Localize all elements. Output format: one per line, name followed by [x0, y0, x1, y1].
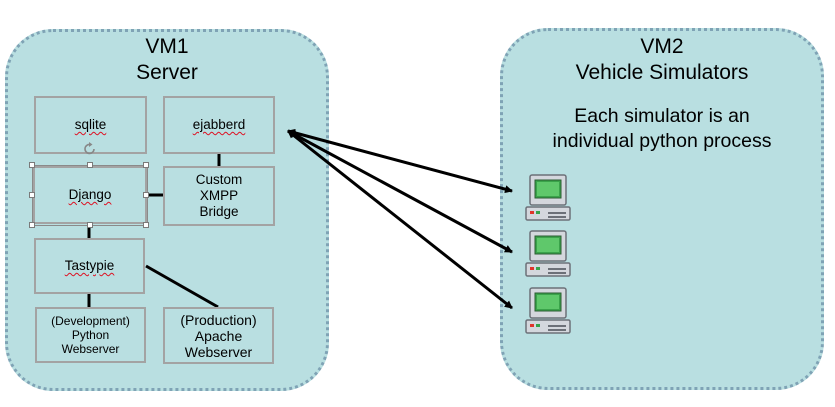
- prod-webserver-line-1: (Production): [180, 311, 257, 328]
- prod-webserver-box: (Production) Apache Webserver: [163, 307, 274, 364]
- prod-webserver-line-3: Webserver: [184, 343, 253, 360]
- simulator-description-line-1: Each simulator is an: [574, 105, 750, 127]
- dev-webserver-line-3: Webserver: [61, 342, 120, 356]
- resize-handle-right[interactable]: [143, 192, 149, 198]
- rotate-handle-icon[interactable]: [82, 141, 98, 157]
- selection-outline: [32, 165, 148, 226]
- tastypie-prod-connector: [145, 264, 219, 309]
- bridge-label-line-3: Bridge: [199, 204, 239, 219]
- ejabberd-box: ejabberd: [163, 96, 275, 154]
- resize-handle-top-left[interactable]: [29, 162, 35, 168]
- vm2-subtitle: Vehicle Simulators: [575, 61, 749, 84]
- vm1-title: VM1: [145, 35, 189, 58]
- arrow-simulator-1: [287, 128, 513, 194]
- tastypie-label: Tastypie: [64, 258, 115, 273]
- arrow-simulator-3: [287, 129, 513, 310]
- simulator-description: Each simulator is an individual python p…: [503, 104, 821, 154]
- bridge-label-line-1: Custom: [195, 172, 243, 187]
- arrow-simulator-2: [287, 129, 513, 254]
- django-label: Django: [68, 187, 112, 202]
- prod-webserver-line-2: Apache: [194, 327, 243, 344]
- resize-handle-top-right[interactable]: [143, 162, 149, 168]
- dev-webserver-label: (Development) Python Webserver: [51, 314, 130, 356]
- bridge-label: Custom XMPP Bridge: [196, 172, 243, 220]
- dev-webserver-line-1: (Development): [51, 314, 130, 328]
- custom-xmpp-bridge-box: Custom XMPP Bridge: [163, 166, 275, 226]
- sqlite-label: sqlite: [74, 117, 107, 132]
- ejabberd-label: ejabberd: [192, 117, 246, 132]
- bridge-label-line-2: XMPP: [199, 188, 239, 203]
- resize-handle-bottom[interactable]: [87, 222, 93, 228]
- vm1-subtitle: Server: [136, 61, 198, 84]
- computer-terminal-icon: [525, 230, 571, 277]
- resize-handle-left[interactable]: [29, 192, 35, 198]
- tastypie-box: Tastypie: [34, 238, 145, 294]
- prod-webserver-label: (Production) Apache Webserver: [180, 312, 256, 360]
- computer-terminal-icon: [525, 174, 571, 221]
- resize-handle-bottom-left[interactable]: [29, 222, 35, 228]
- resize-handle-bottom-right[interactable]: [143, 222, 149, 228]
- computer-terminal-icon: [525, 287, 571, 334]
- simulator-description-line-2: individual python process: [552, 130, 772, 152]
- resize-handle-top[interactable]: [87, 162, 93, 168]
- vm2-title: VM2: [640, 35, 684, 58]
- dev-webserver-box: (Development) Python Webserver: [35, 307, 146, 363]
- dev-webserver-line-2: Python: [71, 328, 110, 342]
